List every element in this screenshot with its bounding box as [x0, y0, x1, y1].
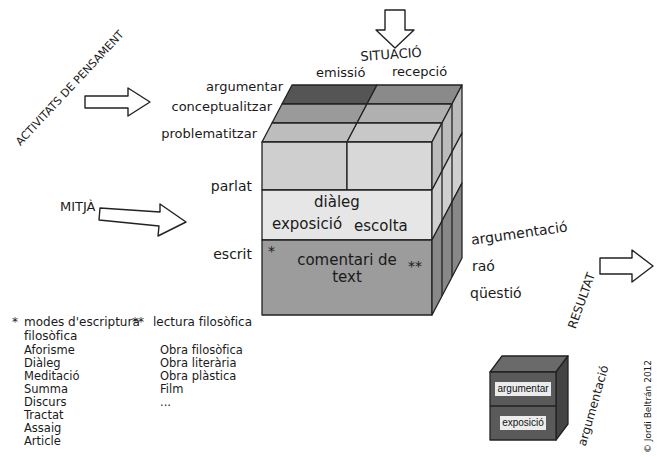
- cube-cell: [262, 240, 432, 315]
- text-label: parlat: [211, 178, 252, 194]
- text-label: Discurs: [24, 396, 66, 409]
- hollow-arrow: [99, 204, 186, 236]
- small-cube-face: [556, 356, 568, 440]
- cube-cell: [262, 190, 432, 240]
- text-label: Diàleg: [24, 357, 61, 370]
- text-label: SITUACIÓ: [360, 46, 422, 65]
- cube-cell: [357, 104, 452, 123]
- hollow-arrow: [600, 250, 653, 282]
- text-label: escrit: [213, 246, 252, 262]
- node-text: exposició: [272, 216, 342, 233]
- small-cube-face: [490, 372, 556, 440]
- hollow-arrow: [85, 88, 150, 116]
- cube-cell: [272, 104, 367, 123]
- text-label: Obra plàstica: [160, 370, 236, 383]
- text-label: Article: [24, 435, 61, 448]
- text-label: Summa: [24, 383, 68, 396]
- text-label: RESULTAT: [566, 271, 599, 331]
- cube-edge: [441, 123, 442, 296]
- text-label: Obra literària: [160, 357, 237, 370]
- small-cube-face: [490, 356, 568, 372]
- text-label: argumentació: [470, 218, 568, 247]
- text-label: ...: [160, 396, 171, 409]
- text-label: *: [268, 243, 275, 259]
- cube-cell: [347, 123, 442, 142]
- node-text: diàleg: [314, 194, 360, 211]
- cube-cell: [262, 142, 347, 190]
- text-label: conceptualitzar: [172, 100, 273, 115]
- text-label: ACTIVITATS DE PENSAMENT: [14, 29, 127, 149]
- node-text: exposició: [500, 416, 546, 430]
- small-cube-face: argumentar exposició: [490, 372, 556, 440]
- text-label: Aforisme: [24, 344, 75, 357]
- cube-cell: [282, 85, 377, 104]
- cube-cell: [367, 85, 462, 104]
- cube-cell: [262, 123, 357, 142]
- text-label: argumentació: [576, 364, 612, 448]
- text-label: raó: [472, 258, 495, 274]
- text-label: recepció: [392, 65, 447, 80]
- cube-cell: [347, 142, 432, 190]
- text-label: argumentar: [206, 80, 283, 95]
- text-label: emissió: [316, 66, 365, 81]
- text-label: *: [12, 316, 18, 330]
- text-label: modes d'escriptura filosòfica: [24, 316, 146, 344]
- text-label: problematitzar: [161, 127, 257, 142]
- text-label: Assaig: [24, 422, 61, 435]
- text-label: qüestió: [470, 285, 522, 301]
- text-label: MITJÀ: [60, 200, 96, 215]
- text-label: Obra filosòfica: [160, 344, 243, 357]
- node-text: escolta: [354, 218, 408, 235]
- node-text: comentari de text: [292, 252, 402, 287]
- node-text: argumentar: [495, 382, 550, 396]
- text-label: **: [408, 258, 422, 274]
- text-label: Film: [160, 383, 183, 396]
- text-label: lectura filosòfica: [153, 316, 252, 330]
- text-label: © Jordi Beltrán 2012: [643, 360, 653, 453]
- small-cube-edge: [490, 405, 556, 406]
- text-label: Meditació: [24, 370, 80, 383]
- text-label: **: [132, 316, 144, 330]
- hollow-arrow: [376, 10, 414, 48]
- cube-front-face: diàleg exposició escolta comentari de text: [262, 142, 432, 315]
- text-label: Tractat: [24, 409, 64, 422]
- cube-cell: [432, 183, 462, 315]
- cube-edge: [451, 104, 452, 277]
